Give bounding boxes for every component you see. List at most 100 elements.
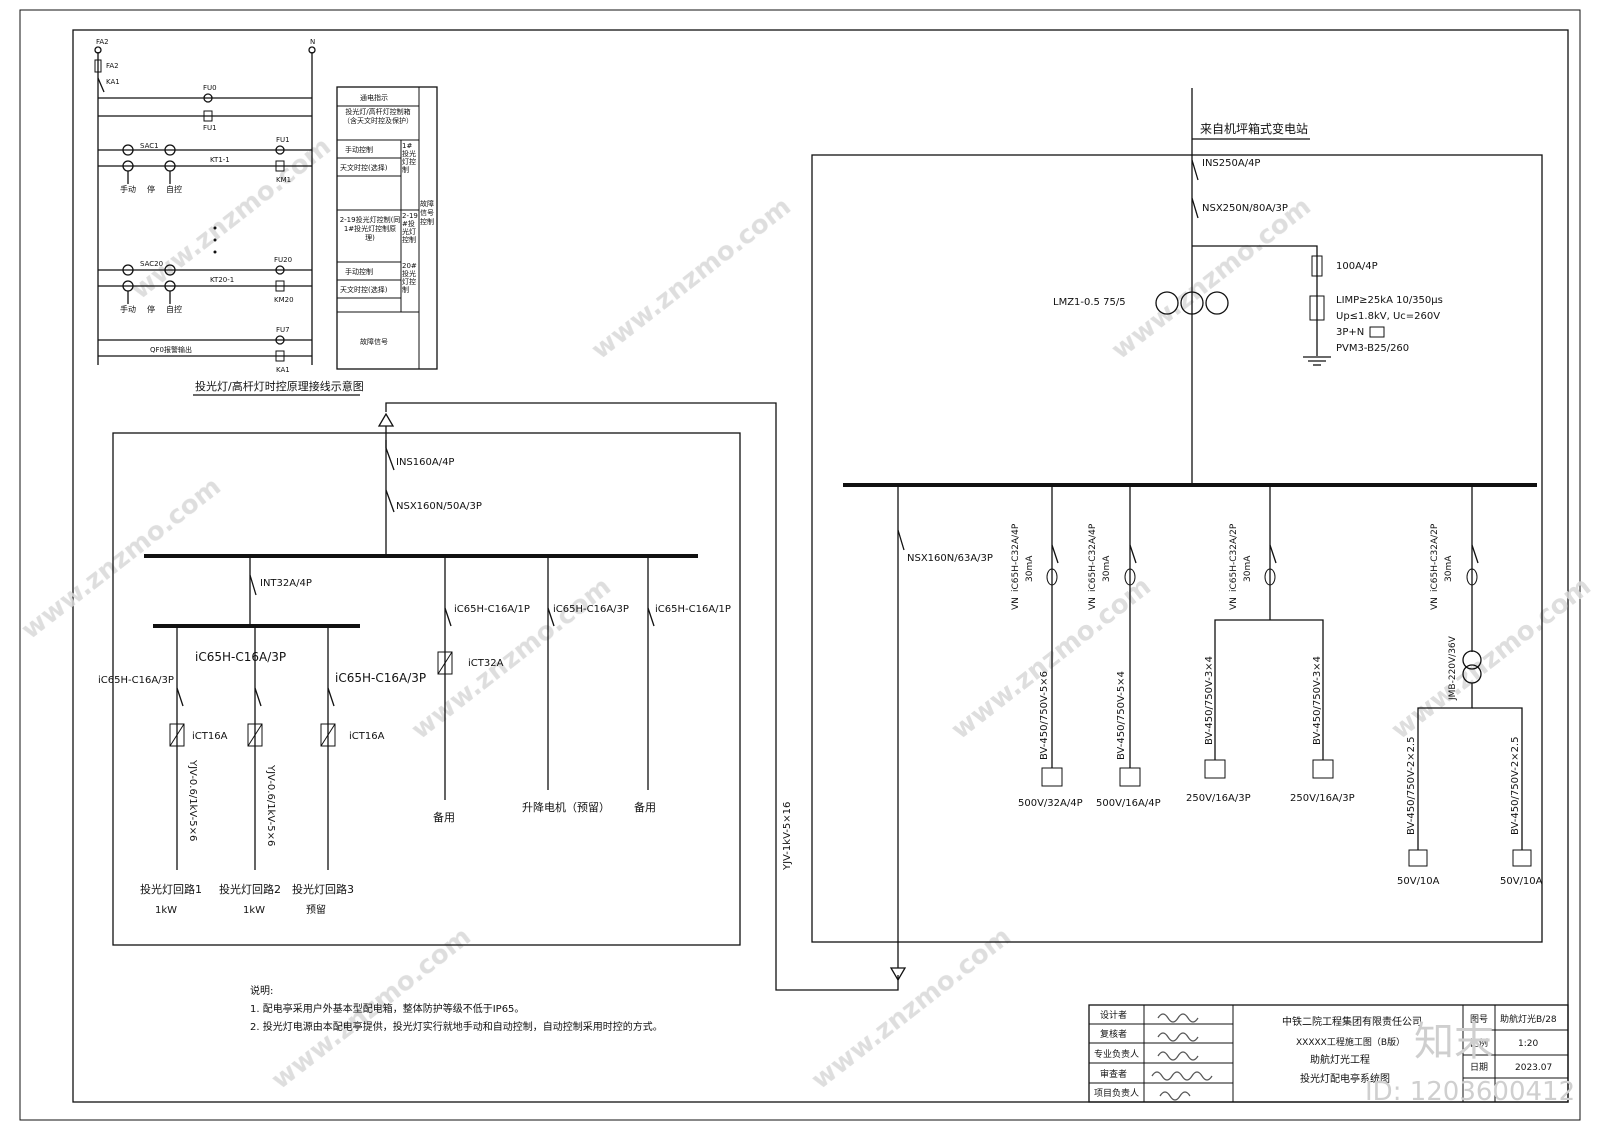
svg-text:KM20: KM20 [274,296,294,304]
svg-text:KA1: KA1 [106,78,120,86]
control-schematic: FA2 N FA2 KA1 FU0 FU1 SAC1 KT1-1 FU1 KM1… [94,38,364,396]
svg-text:30mA: 30mA [1444,555,1454,582]
svg-text:VN: VN [1088,597,1098,610]
svg-text:比例: 比例 [1470,1037,1488,1049]
svg-text:项目负责人: 项目负责人 [1094,1087,1139,1099]
watermark-logo: 知末 [1414,1019,1494,1065]
svg-text:BV-450/750V-2×2.5: BV-450/750V-2×2.5 [1510,737,1521,835]
svg-text:FU0: FU0 [203,84,217,92]
watermark-text: www.znzmo.com [1106,192,1317,366]
svg-text:投光灯回路2: 投光灯回路2 [219,882,281,896]
svg-text:SAC20: SAC20 [140,260,163,268]
svg-text:日期: 日期 [1470,1062,1488,1073]
svg-text:设计者: 设计者 [1100,1009,1127,1021]
svg-text:50V/10A: 50V/10A [1397,876,1440,887]
svg-text:iC65H-C32A/2P: iC65H-C32A/2P [1430,523,1440,592]
svg-text:中铁二院工程集团有限责任公司: 中铁二院工程集团有限责任公司 [1282,1015,1422,1028]
svg-text:KM1: KM1 [276,176,291,184]
watermark-text: www.znzmo.com [586,192,797,366]
svg-text:1. 配电亭采用户外基本型配电箱，整体防护等级不低于IP65: 1. 配电亭采用户外基本型配电箱，整体防护等级不低于IP65。 [250,1002,524,1015]
svg-text:XXXXX工程施工图（B版）: XXXXX工程施工图（B版） [1296,1036,1405,1048]
svg-text:投光灯回路3: 投光灯回路3 [292,882,354,896]
svg-text:SAC1: SAC1 [140,142,159,150]
svg-text:自控: 自控 [166,184,182,194]
svg-text:手动控制: 手动控制 [345,267,373,276]
svg-text:YJV-0.6/1kV-5×6: YJV-0.6/1kV-5×6 [187,759,198,841]
svg-text:复核者: 复核者 [1100,1028,1127,1040]
n-label: N [310,38,315,46]
svg-text:FU1: FU1 [276,136,290,144]
svg-text:说明:: 说明: [250,984,273,997]
svg-text:BV-450/750V-3×4: BV-450/750V-3×4 [1204,656,1215,745]
svg-text:KT20-1: KT20-1 [210,276,234,284]
svg-text:投光灯配电亭系统图: 投光灯配电亭系统图 [1300,1072,1390,1085]
svg-text:助航灯光工程: 助航灯光工程 [1310,1053,1370,1066]
svg-text:500V/16A/4P: 500V/16A/4P [1096,798,1161,809]
svg-text:2. 投光灯电源由本配电亭提供，投光灯实行就地手动和自动控制: 2. 投光灯电源由本配电亭提供，投光灯实行就地手动和自动控制，自动控制采用时控的… [250,1020,663,1033]
svg-text:iCT16A: iCT16A [192,731,228,742]
schematic-legend-table: 通电指示 投光灯/高杆灯控制箱（含天文时控及保护） 手动控制 天文时控(选择) … [336,86,438,370]
svg-text:100A/4P: 100A/4P [1336,261,1378,272]
svg-text:iC65H-C16A/3P: iC65H-C16A/3P [553,604,629,615]
watermark-text: www.znzmo.com [406,572,617,746]
svg-text:iC65H-C32A/4P: iC65H-C32A/4P [1088,523,1098,592]
svg-text:iC65H-C16A/3P: iC65H-C16A/3P [335,671,426,685]
title-block: 设计者 复核者 专业负责人 审查者 项目负责人 中铁二院工程集团有限责任公司 X… [1088,1004,1569,1103]
inner-frame [72,29,1569,1103]
svg-text:BV-450/750V-3×4: BV-450/750V-3×4 [1312,656,1323,745]
svg-text:手动: 手动 [120,304,136,314]
svg-text:INS250A/4P: INS250A/4P [1202,158,1260,169]
svg-text:QF0报警输出: QF0报警输出 [150,345,192,354]
svg-text:iC65H-C32A/2P: iC65H-C32A/2P [1229,523,1239,592]
svg-text:NSX160N/50A/3P: NSX160N/50A/3P [396,501,482,512]
svg-text:1kW: 1kW [243,905,265,916]
svg-text:1:20: 1:20 [1518,1039,1538,1049]
svg-text:YJV-0.6/1kV-5×6: YJV-0.6/1kV-5×6 [265,764,276,846]
svg-text:250V/16A/3P: 250V/16A/3P [1290,793,1355,804]
svg-text:专业负责人: 专业负责人 [1094,1048,1139,1060]
svg-text:250V/16A/3P: 250V/16A/3P [1186,793,1251,804]
schematic-caption: 投光灯/高杆灯时控原理接线示意图 [195,379,364,393]
watermark: www.znzmo.com www.znzmo.com www.znzmo.co… [16,132,1597,1096]
svg-text:VN: VN [1229,597,1239,610]
svg-text:INS160A/4P: INS160A/4P [396,457,454,468]
svg-text:BV-450/750V-5×6: BV-450/750V-5×6 [1039,671,1050,760]
svg-text:KA1: KA1 [276,366,290,374]
svg-text:来自机坪箱式变电站: 来自机坪箱式变电站 [1200,121,1308,136]
svg-text:PVM3-B25/260: PVM3-B25/260 [1336,343,1409,354]
svg-text:通电指示: 通电指示 [360,93,388,102]
svg-text:投光灯回路1: 投光灯回路1 [140,882,202,896]
outer-border [19,9,1581,1121]
svg-text:500V/32A/4P: 500V/32A/4P [1018,798,1083,809]
svg-text:天文时控(选择): 天文时控(选择) [340,285,388,294]
svg-text:FU20: FU20 [274,256,292,264]
svg-text:30mA: 30mA [1243,555,1253,582]
svg-text:手动: 手动 [120,184,136,194]
svg-text:停: 停 [147,184,155,194]
fa2-label: FA2 [96,38,109,46]
svg-text:审查者: 审查者 [1100,1068,1127,1080]
svg-text:FA2: FA2 [106,62,119,70]
distribution-panel: 来自机坪箱式变电站 INS250A/4P NSX250N/80A/3P LMZ1… [811,88,1543,968]
svg-text:iCT16A: iCT16A [349,731,385,742]
svg-text:BV-450/750V-2×2.5: BV-450/750V-2×2.5 [1406,737,1417,835]
svg-text:INT32A/4P: INT32A/4P [260,578,312,589]
svg-text:YJV-1kV-5×16: YJV-1kV-5×16 [782,802,793,871]
watermark-id: ID: 1203600412 [1365,1077,1575,1107]
svg-text:NSX160N/63A/3P: NSX160N/63A/3P [907,553,993,564]
svg-text:1kW: 1kW [155,905,177,916]
svg-text:预留: 预留 [306,903,326,916]
svg-text:NSX250N/80A/3P: NSX250N/80A/3P [1202,203,1288,214]
svg-text:3P+N: 3P+N [1336,327,1364,338]
watermark-text: www.znzmo.com [16,472,227,646]
watermark-text: www.znzmo.com [806,922,1017,1096]
svg-text:图号: 图号 [1470,1014,1488,1025]
svg-text:VN: VN [1011,597,1021,610]
svg-text:备用: 备用 [634,800,656,814]
svg-text:30mA: 30mA [1102,555,1112,582]
svg-text:KT1-1: KT1-1 [210,156,230,164]
svg-text:iC65H-C16A/3P: iC65H-C16A/3P [195,650,286,664]
svg-text:手动控制: 手动控制 [345,145,373,154]
svg-text:iC65H-C32A/4P: iC65H-C32A/4P [1011,523,1021,592]
